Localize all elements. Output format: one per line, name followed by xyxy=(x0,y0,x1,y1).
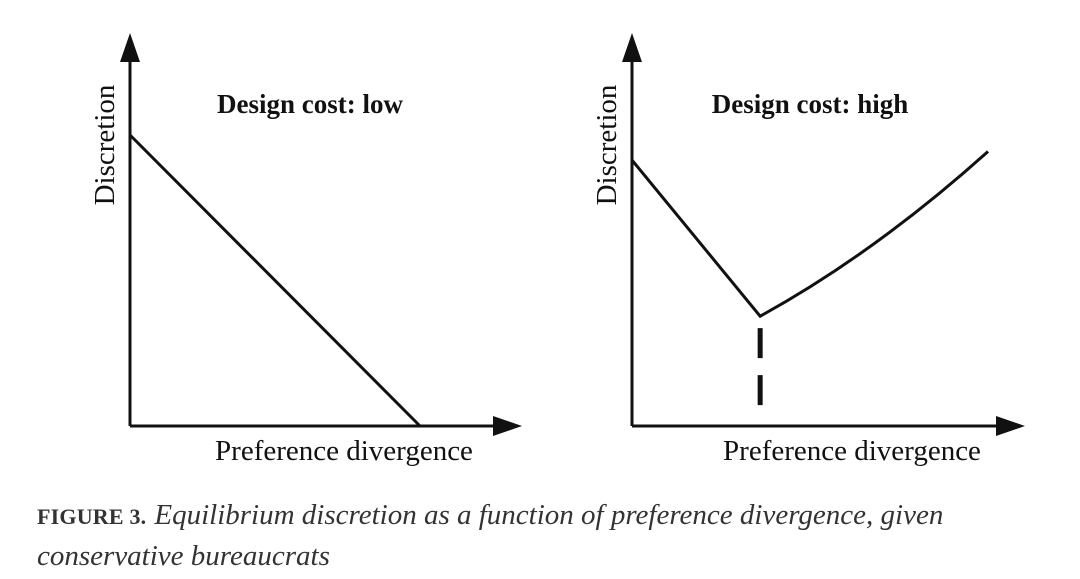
caption-label: FIGURE 3. xyxy=(37,504,147,529)
y-axis-arrow xyxy=(120,33,140,62)
caption-text: Equilibrium discretion as a function of … xyxy=(37,499,944,572)
y-axis-arrow xyxy=(622,33,642,62)
y-axis-label: Discretion xyxy=(89,84,121,205)
x-axis-arrow xyxy=(996,416,1025,436)
discretion-curve-low xyxy=(128,133,422,428)
x-axis-label: Preference divergence xyxy=(723,435,981,467)
x-axis-label: Preference divergence xyxy=(215,435,473,467)
panel-title: Design cost: low xyxy=(217,89,403,119)
panel-low-cost: Design cost: low Preference divergence D… xyxy=(89,33,522,467)
x-axis-arrow xyxy=(493,416,522,436)
panel-title: Design cost: high xyxy=(712,89,909,119)
discretion-line xyxy=(128,133,422,428)
discretion-curve xyxy=(630,150,990,319)
panel-high-cost: Design cost: high Preference divergence … xyxy=(591,33,1025,467)
y-axis-label: Discretion xyxy=(591,84,623,205)
figure-caption: FIGURE 3. Equilibrium discretion as a fu… xyxy=(37,497,1057,579)
discretion-curve-high xyxy=(630,150,990,408)
